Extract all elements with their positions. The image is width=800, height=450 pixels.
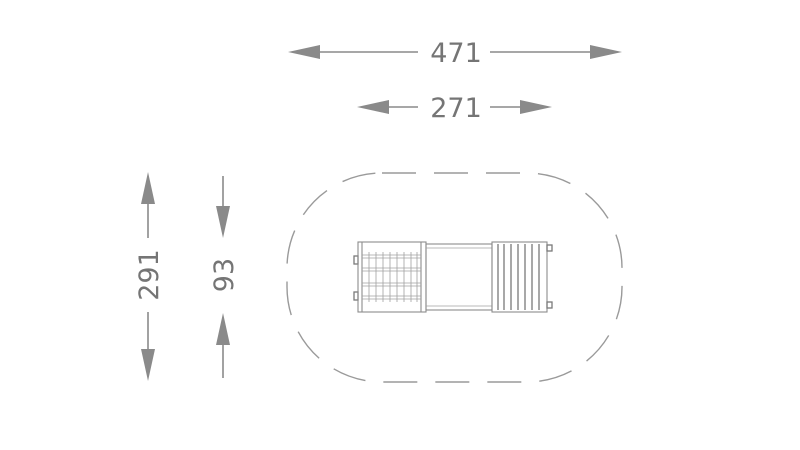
- right-post-top: [546, 244, 553, 252]
- platform-section: [425, 243, 493, 311]
- left-post-bottom: [353, 291, 359, 301]
- overall-width-dimension: 471: [288, 38, 622, 69]
- left-post-top: [353, 255, 359, 265]
- equipment-plan: [353, 241, 553, 313]
- safety-zone-outline: [286, 172, 623, 383]
- overall-depth-label: 291: [134, 249, 165, 301]
- equipment-depth-label: 93: [209, 258, 240, 292]
- equipment-width-label: 271: [430, 93, 482, 124]
- step-slats: [497, 244, 540, 310]
- net-section-frame: [357, 241, 427, 313]
- overall-width-label: 471: [430, 38, 482, 69]
- equipment-width-dimension: 271: [357, 93, 552, 124]
- steps-section: [491, 241, 548, 313]
- overall-depth-dimension: 291: [134, 172, 165, 381]
- right-post-bottom: [546, 301, 553, 309]
- net-mesh: [362, 252, 421, 302]
- equipment-depth-dimension: 93: [209, 176, 240, 378]
